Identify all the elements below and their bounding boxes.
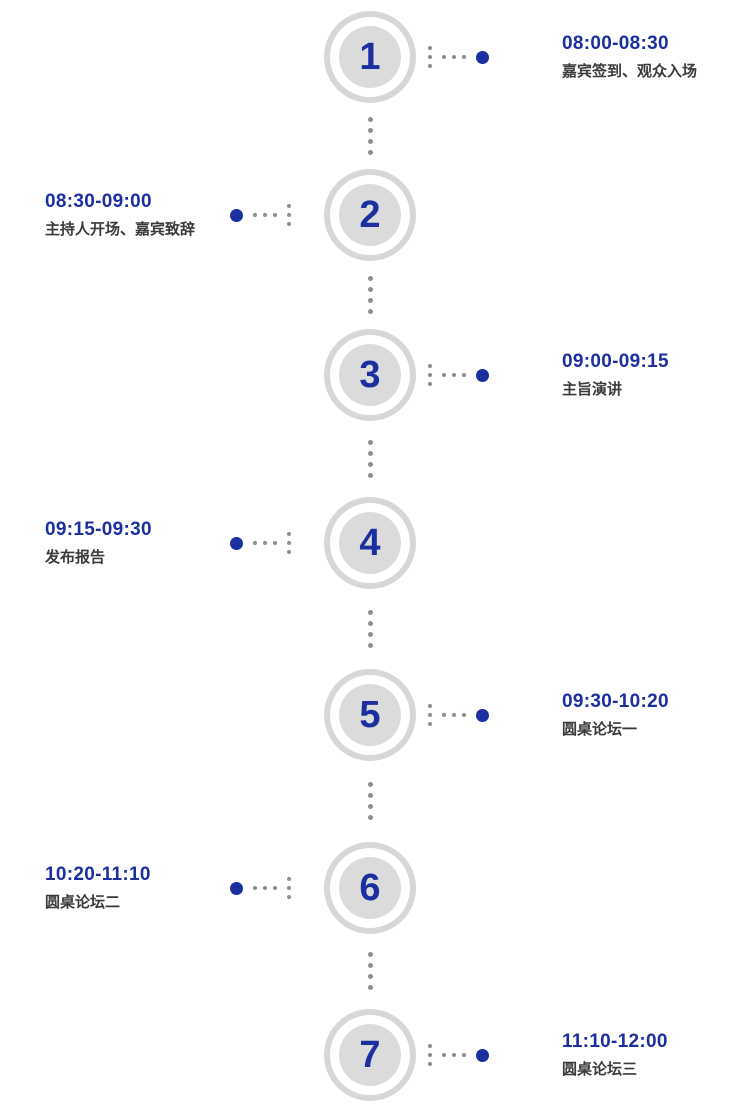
step-number: 3 bbox=[339, 344, 401, 406]
separator-dots-icon bbox=[368, 276, 373, 314]
step-number: 2 bbox=[339, 184, 401, 246]
step-number: 7 bbox=[339, 1024, 401, 1086]
bullet-icon bbox=[230, 536, 243, 550]
vertical-dots-icon bbox=[428, 46, 432, 68]
vertical-dots-icon bbox=[428, 1044, 432, 1066]
event-label: 08:00-08:30 嘉宾签到、观众入场 bbox=[562, 33, 697, 81]
event-label: 08:30-09:00 主持人开场、嘉宾致辞 bbox=[45, 191, 195, 239]
vertical-dots-icon bbox=[287, 877, 291, 899]
step-circle: 5 bbox=[324, 669, 416, 761]
step-circle: 1 bbox=[324, 11, 416, 103]
time-label: 08:00-08:30 bbox=[562, 33, 669, 54]
step-circle: 2 bbox=[324, 169, 416, 261]
vertical-dots-icon bbox=[287, 532, 291, 554]
connector bbox=[230, 204, 291, 226]
separator-dots-icon bbox=[368, 440, 373, 478]
vertical-dots-icon bbox=[428, 364, 432, 386]
step-number: 4 bbox=[339, 512, 401, 574]
separator-dots-icon bbox=[368, 952, 373, 990]
connector bbox=[428, 1044, 489, 1066]
description-label: 圆桌论坛一 bbox=[562, 721, 638, 738]
vertical-dots-icon bbox=[287, 204, 291, 226]
connector bbox=[428, 364, 489, 386]
time-label: 11:10-12:00 bbox=[562, 1031, 668, 1052]
step-circle: 7 bbox=[324, 1009, 416, 1101]
horizontal-dots-icon bbox=[442, 713, 466, 717]
horizontal-dots-icon bbox=[442, 55, 466, 59]
event-label: 09:15-09:30 发布报告 bbox=[45, 519, 152, 567]
connector bbox=[230, 532, 291, 554]
step-circle: 3 bbox=[324, 329, 416, 421]
time-label: 08:30-09:00 bbox=[45, 191, 152, 212]
connector bbox=[428, 46, 489, 68]
bullet-icon bbox=[476, 50, 489, 64]
connector bbox=[428, 704, 489, 726]
time-label: 09:30-10:20 bbox=[562, 691, 669, 712]
separator-dots-icon bbox=[368, 117, 373, 155]
step-circle: 4 bbox=[324, 497, 416, 589]
horizontal-dots-icon bbox=[253, 213, 277, 217]
bullet-icon bbox=[476, 708, 489, 722]
event-label: 09:30-10:20 圆桌论坛一 bbox=[562, 691, 669, 739]
horizontal-dots-icon bbox=[442, 1053, 466, 1057]
step-number: 6 bbox=[339, 857, 401, 919]
description-label: 圆桌论坛三 bbox=[562, 1061, 638, 1078]
horizontal-dots-icon bbox=[253, 541, 277, 545]
description-label: 发布报告 bbox=[45, 549, 106, 566]
bullet-icon bbox=[230, 881, 243, 895]
bullet-icon bbox=[476, 1048, 489, 1062]
bullet-icon bbox=[230, 208, 243, 222]
time-label: 10:20-11:10 bbox=[45, 864, 151, 885]
step-number: 5 bbox=[339, 684, 401, 746]
description-label: 圆桌论坛二 bbox=[45, 894, 121, 911]
bullet-icon bbox=[476, 368, 489, 382]
step-circle: 6 bbox=[324, 842, 416, 934]
description-label: 主持人开场、嘉宾致辞 bbox=[45, 221, 196, 238]
description-label: 嘉宾签到、观众入场 bbox=[562, 63, 698, 80]
event-label: 10:20-11:10 圆桌论坛二 bbox=[45, 864, 151, 912]
time-label: 09:00-09:15 bbox=[562, 351, 669, 372]
event-label: 09:00-09:15 主旨演讲 bbox=[562, 351, 669, 399]
separator-dots-icon bbox=[368, 610, 373, 648]
vertical-dots-icon bbox=[428, 704, 432, 726]
connector bbox=[230, 877, 291, 899]
event-label: 11:10-12:00 圆桌论坛三 bbox=[562, 1031, 668, 1079]
separator-dots-icon bbox=[368, 782, 373, 820]
step-number: 1 bbox=[339, 26, 401, 88]
time-label: 09:15-09:30 bbox=[45, 519, 152, 540]
horizontal-dots-icon bbox=[253, 886, 277, 890]
description-label: 主旨演讲 bbox=[562, 381, 623, 398]
horizontal-dots-icon bbox=[442, 373, 466, 377]
